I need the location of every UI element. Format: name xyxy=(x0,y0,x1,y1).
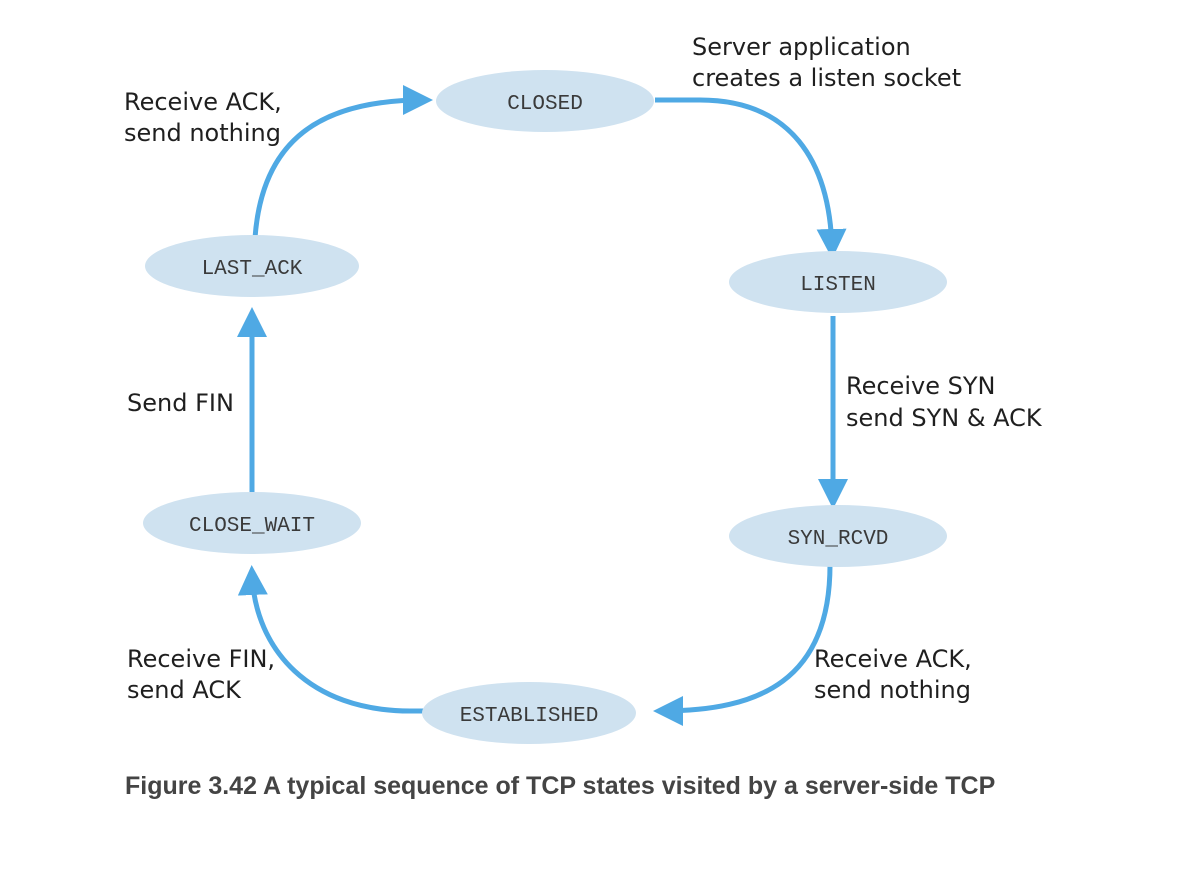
state-last-ack: LAST_ACK xyxy=(145,235,359,297)
label-closed-to-listen: Server application creates a listen sock… xyxy=(692,33,961,92)
state-syn-rcvd: SYN_RCVD xyxy=(729,505,947,567)
state-label: LISTEN xyxy=(800,274,876,297)
transition-label-line: Server application xyxy=(692,33,911,61)
state-node xyxy=(436,70,654,132)
state-node xyxy=(422,682,636,744)
transition-label-line: send nothing xyxy=(814,676,971,704)
label-last-ack-to-closed: Receive ACK, send nothing xyxy=(124,88,282,147)
state-closed: CLOSED xyxy=(436,70,654,132)
transition-label-line: send ACK xyxy=(127,676,242,704)
state-label: SYN_RCVD xyxy=(788,528,889,551)
state-node xyxy=(145,235,359,297)
label-listen-to-syn-rcvd: Receive SYN send SYN & ACK xyxy=(846,372,1043,432)
transition-arrows xyxy=(237,85,848,726)
transition-label-line: Receive FIN, xyxy=(127,645,275,673)
state-label: CLOSED xyxy=(507,93,583,116)
state-label: CLOSE_WAIT xyxy=(189,515,315,538)
state-node xyxy=(729,251,947,313)
arrow-syn-rcvd-to-established xyxy=(652,564,833,726)
transition-label-line: send nothing xyxy=(124,119,281,147)
state-label: LAST_ACK xyxy=(202,258,303,281)
transition-label-line: Receive ACK, xyxy=(814,645,972,673)
state-established: ESTABLISHED xyxy=(422,682,636,744)
label-syn-rcvd-to-established: Receive ACK, send nothing xyxy=(814,645,972,704)
arrow-closed-to-listen xyxy=(655,97,847,259)
label-established-to-close-wait: Receive FIN, send ACK xyxy=(127,645,275,704)
arrow-established-to-close-wait xyxy=(237,565,424,714)
transition-label-line: send SYN & ACK xyxy=(846,404,1043,432)
label-close-wait-to-last-ack: Send FIN xyxy=(127,389,234,417)
transition-label-line: creates a listen socket xyxy=(692,64,961,92)
transition-label-line: Send FIN xyxy=(127,389,234,417)
state-label: ESTABLISHED xyxy=(460,705,599,728)
arrow-last-ack-to-closed xyxy=(252,85,434,239)
state-node xyxy=(143,492,361,554)
state-listen: LISTEN xyxy=(729,251,947,313)
figure-caption: Figure 3.42 A typical sequence of TCP st… xyxy=(125,772,996,800)
state-close-wait: CLOSE_WAIT xyxy=(143,492,361,554)
transition-label-line: Receive ACK, xyxy=(124,88,282,116)
state-node xyxy=(729,505,947,567)
transition-label-line: Receive SYN xyxy=(846,372,995,400)
